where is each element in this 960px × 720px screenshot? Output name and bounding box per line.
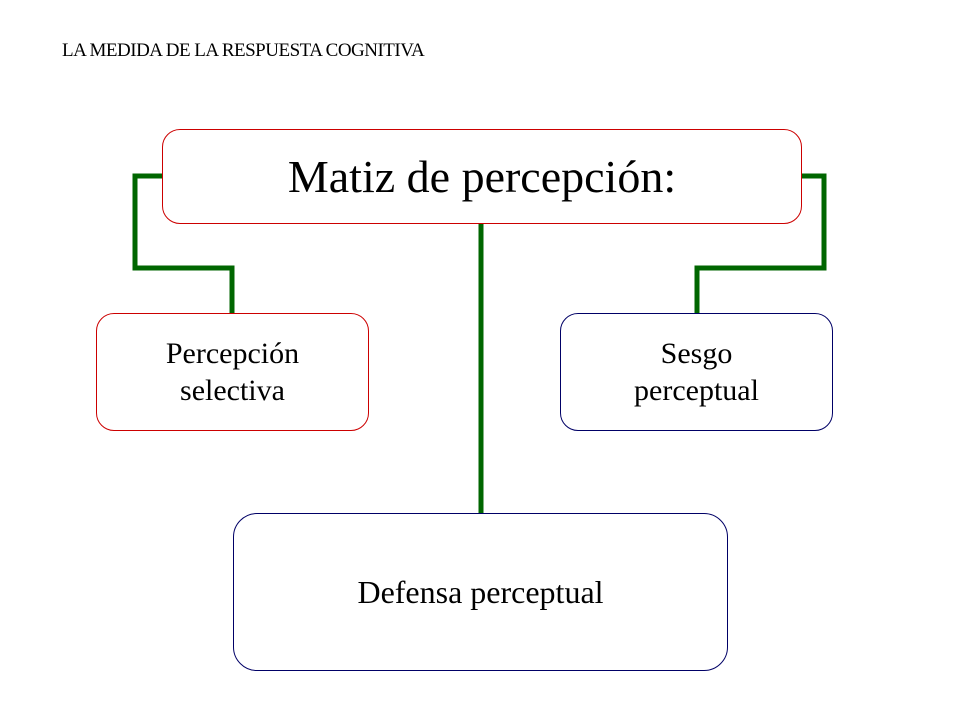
- child-node-label: Percepción selectiva: [165, 336, 300, 408]
- slide-title: LA MEDIDA DE LA RESPUESTA COGNITIVA: [62, 40, 425, 61]
- child-node-percepcion-selectiva: Percepción selectiva: [96, 313, 369, 431]
- root-node-label: Matiz de percepción:: [287, 150, 677, 202]
- root-node-box: Matiz de percepción:: [162, 129, 802, 224]
- connector-right: [694, 173, 827, 313]
- child-node-label: Sesgo perceptual: [634, 336, 759, 408]
- connector-left: [132, 173, 235, 313]
- child-node-label: Defensa perceptual: [357, 574, 604, 610]
- child-node-defensa-perceptual: Defensa perceptual: [233, 513, 728, 671]
- child-node-sesgo-perceptual: Sesgo perceptual: [560, 313, 833, 431]
